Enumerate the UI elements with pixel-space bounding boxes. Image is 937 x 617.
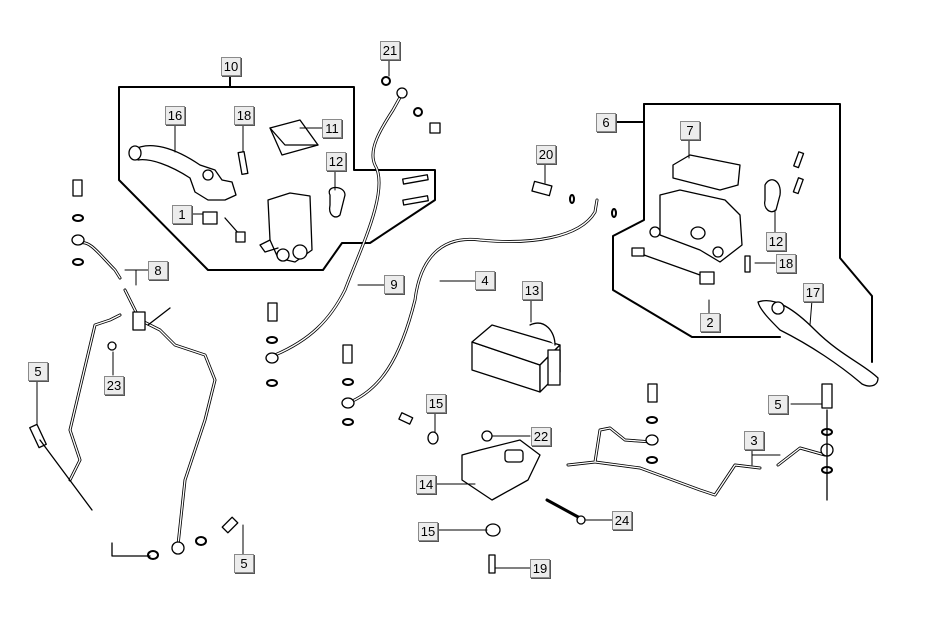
callout-24[interactable]: 24 [612,511,632,530]
callout-17[interactable]: 17 [803,283,823,302]
callout-18-rear[interactable]: 18 [776,254,796,273]
callout-21[interactable]: 21 [380,41,400,60]
callout-1[interactable]: 1 [172,205,192,224]
callout-3[interactable]: 3 [744,431,764,450]
rear-brake-lever-part [757,300,879,387]
rear-reservoir-cover-part [672,154,741,191]
callout-14[interactable]: 14 [416,475,436,494]
callout-19[interactable]: 19 [530,559,550,578]
callout-5-right[interactable]: 5 [768,395,788,414]
rear-pipe-3-part [566,426,827,497]
rear-screws-part [744,151,805,273]
front-brake-lever-part [128,145,237,201]
left-hose-pipe-inner [69,242,216,546]
pivot-bolt-part [237,150,249,176]
callout-8[interactable]: 8 [148,261,168,280]
assembly-frame-10 [118,75,436,271]
brake-hose-9-part [273,90,405,357]
rear-pipe-3-inner [567,427,826,496]
front-master-cylinder-part [259,192,313,263]
callout-23[interactable]: 23 [104,376,124,395]
callout-20[interactable]: 20 [536,145,556,164]
screws-part [402,174,429,206]
callout-12[interactable]: 12 [326,152,346,171]
brake-switch-part [202,211,246,243]
callout-9[interactable]: 9 [384,275,404,294]
callout-7[interactable]: 7 [680,121,700,140]
rear-switch-part [631,247,715,285]
callout-5-bottom[interactable]: 5 [234,554,254,573]
callout-10[interactable]: 10 [221,57,241,76]
reservoir-cover-part [269,119,319,156]
callout-11[interactable]: 11 [322,119,342,138]
grommets-part [427,430,501,574]
abs-modulator-part [471,322,561,393]
rear-clamp-part [764,179,781,213]
assembly-frame-6 [612,103,873,363]
rear-master-cylinder-part [649,189,743,263]
left-fittings [29,179,239,560]
bolt-24-part [545,498,586,525]
callout-15-top[interactable]: 15 [426,394,446,413]
hose-9-fittings [265,76,441,387]
callout-13[interactable]: 13 [522,281,542,300]
pipe-leader [147,307,171,326]
pipe-end-line [111,542,151,557]
hose-4-fittings [341,180,617,426]
left-hose-pipe-part [68,241,217,547]
callout-4[interactable]: 4 [475,271,495,290]
callout-22[interactable]: 22 [531,427,551,446]
clamp-part [328,186,346,218]
callout-15-bottom[interactable]: 15 [418,522,438,541]
abs-bracket-part [461,439,541,501]
callout-18[interactable]: 18 [234,106,254,125]
rear-pipe-fittings [645,383,834,474]
callout-12-rear[interactable]: 12 [766,232,786,251]
callout-2[interactable]: 2 [700,313,720,332]
leader-lines [36,57,823,569]
callout-6[interactable]: 6 [596,113,616,132]
bleeder-axis-line [39,439,93,511]
callout-5-left[interactable]: 5 [28,362,48,381]
brake-hose-4-part [346,198,599,405]
callout-16[interactable]: 16 [165,106,185,125]
